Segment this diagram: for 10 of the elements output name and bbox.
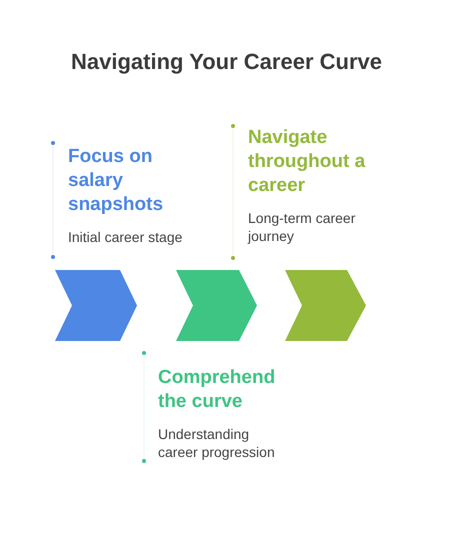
step-description: Initial career stage: [68, 228, 184, 246]
step-heading: Comprehend the curve: [158, 366, 276, 414]
chevron-shape: [285, 270, 366, 341]
diagram-title: Navigating Your Career Curve: [70, 48, 383, 76]
chevron-shape: [176, 270, 257, 341]
step-description: Long-term career journey: [248, 209, 356, 245]
chevron-shape: [55, 270, 137, 341]
step-heading: Focus on salary snapshots: [68, 145, 164, 217]
step-heading: Navigate throughout a career: [248, 126, 366, 198]
step-description: Understanding career progression: [158, 425, 276, 461]
